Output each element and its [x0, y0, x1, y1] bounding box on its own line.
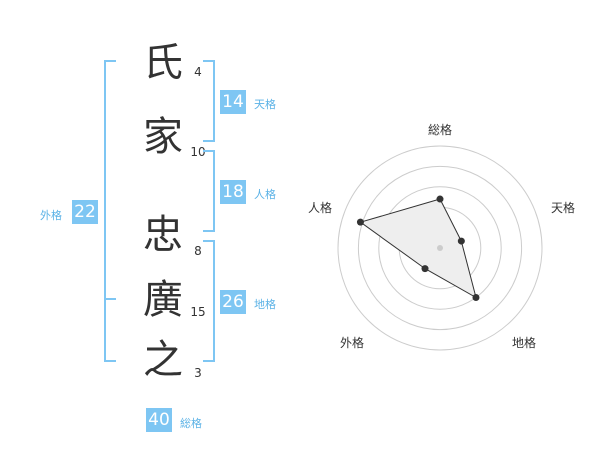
chikaku-bracket [203, 240, 215, 362]
jinkaku-badge: 18 [220, 180, 246, 204]
chikaku-badge: 26 [220, 290, 246, 314]
radar-ring [357, 165, 523, 331]
radar-center [437, 245, 443, 251]
radar-ring [378, 186, 502, 310]
name-char-1: 氏 [143, 40, 183, 86]
radar-point-right [457, 237, 465, 245]
soukaku-badge: 40 [146, 408, 172, 432]
tenkaku-label: 天格 [254, 98, 276, 111]
stroke-count-4: 15 [190, 305, 206, 319]
gaikaku-bracket [104, 60, 116, 362]
radar-point-bottom-right [472, 294, 480, 302]
gaikaku-label: 外格 [40, 209, 62, 222]
radar-points [356, 195, 480, 302]
stroke-count-1: 4 [194, 65, 202, 79]
stroke-count-2: 10 [190, 145, 206, 159]
name-char-3: 忠 [143, 212, 183, 258]
radar-label-right: 天格 [551, 200, 575, 215]
gaikaku-badge: 22 [72, 200, 98, 224]
name-char-5: 之 [143, 337, 183, 383]
soukaku-label: 総格 [180, 417, 202, 430]
radar-polygon [359, 198, 477, 299]
radar-label-bottom-right: 地格 [512, 335, 536, 350]
radar-point-bottom-left [421, 265, 429, 273]
radar-label-bottom-left: 外格 [340, 335, 364, 350]
chikaku-label: 地格 [254, 298, 276, 311]
jinkaku-label: 人格 [254, 188, 276, 201]
radar-point-top [436, 195, 444, 203]
name-char-2: 家 [143, 114, 183, 160]
radar-ring [337, 145, 543, 351]
radar-label-left: 人格 [308, 200, 332, 215]
name-char-4: 廣 [143, 277, 183, 323]
jinkaku-bracket [203, 150, 215, 232]
tenkaku-badge: 14 [220, 90, 246, 114]
radar-label-top: 総格 [428, 122, 452, 137]
stroke-count-5: 3 [194, 366, 202, 380]
gaikaku-bracket-tick [104, 298, 116, 300]
tenkaku-bracket [203, 60, 215, 142]
stroke-count-3: 8 [194, 244, 202, 258]
radar-point-left [356, 218, 364, 226]
